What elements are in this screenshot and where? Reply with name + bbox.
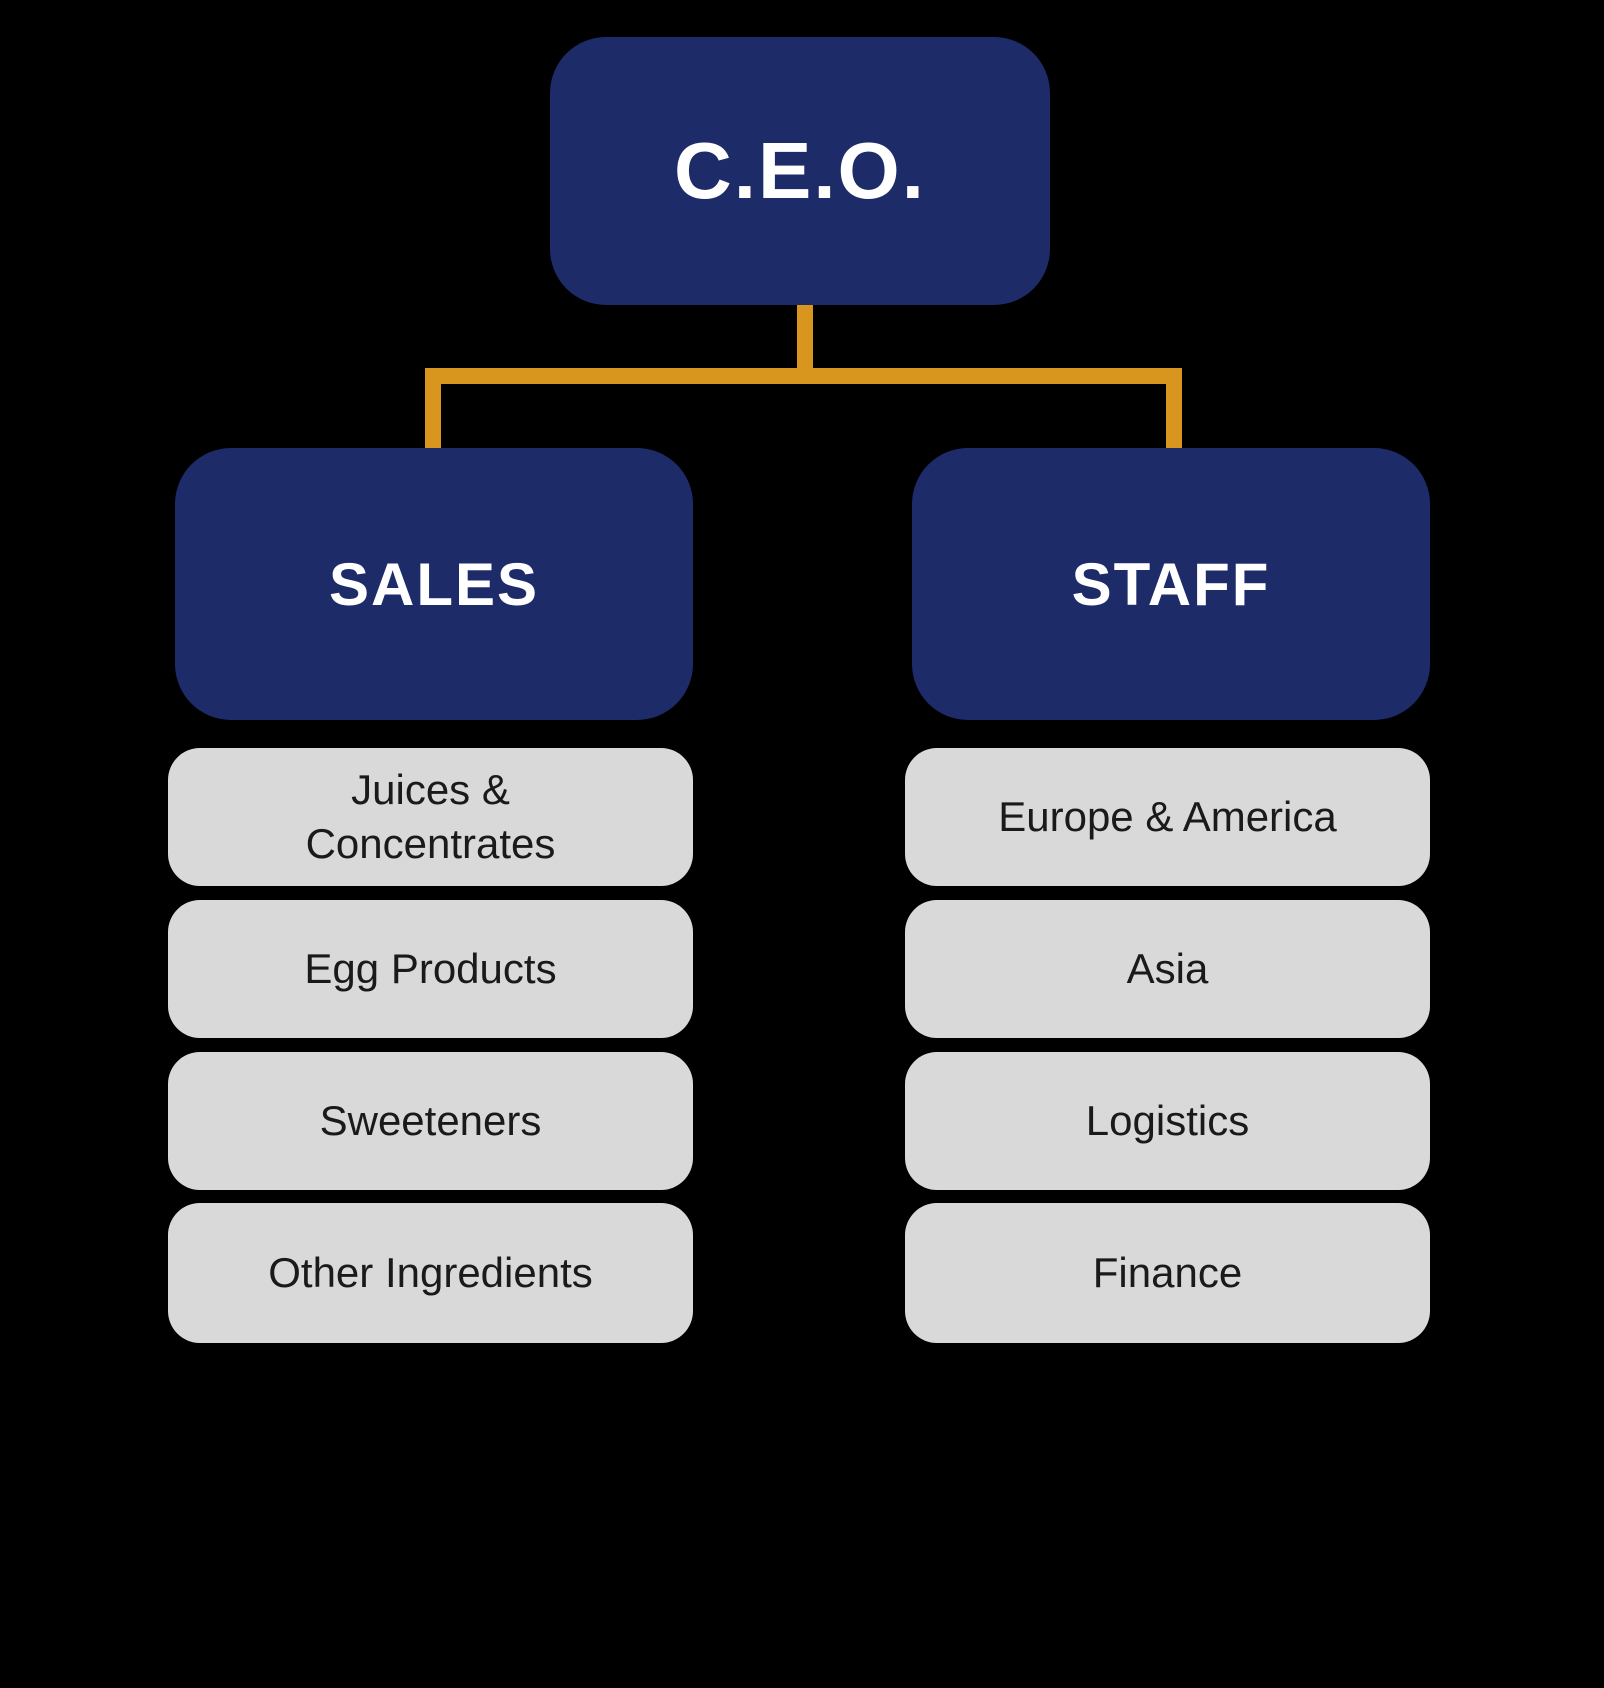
node-staff-label: STAFF xyxy=(1071,550,1271,618)
node-europe-and-america: Europe & America xyxy=(905,748,1430,886)
connector-horizontal-rail xyxy=(425,368,1182,384)
leaf-label: Egg Products xyxy=(304,945,557,993)
node-sales: SALES xyxy=(175,448,693,720)
leaf-label: Juices & Concentrates xyxy=(305,766,556,867)
node-sweeteners: Sweeteners xyxy=(168,1052,693,1190)
leaf-label: Finance xyxy=(1092,1249,1243,1297)
node-staff: STAFF xyxy=(912,448,1430,720)
leaf-label: Asia xyxy=(1126,945,1209,993)
node-logistics: Logistics xyxy=(905,1052,1430,1190)
node-egg-products: Egg Products xyxy=(168,900,693,1038)
node-asia: Asia xyxy=(905,900,1430,1038)
leaf-label: Sweeteners xyxy=(319,1097,542,1145)
connector-root-stem xyxy=(797,303,813,376)
leaf-label: Logistics xyxy=(1085,1097,1250,1145)
node-ceo-label: C.E.O. xyxy=(673,126,927,215)
leaf-label: Other Ingredients xyxy=(268,1249,593,1297)
node-sales-label: SALES xyxy=(328,550,540,618)
connector-drop-sales xyxy=(425,368,441,452)
node-ceo: C.E.O. xyxy=(550,37,1050,305)
leaf-label: Europe & America xyxy=(998,793,1337,841)
node-other-ingredients: Other Ingredients xyxy=(168,1203,693,1343)
node-juices-and-concentrates: Juices & Concentrates xyxy=(168,748,693,886)
node-finance: Finance xyxy=(905,1203,1430,1343)
connector-drop-staff xyxy=(1166,368,1182,452)
